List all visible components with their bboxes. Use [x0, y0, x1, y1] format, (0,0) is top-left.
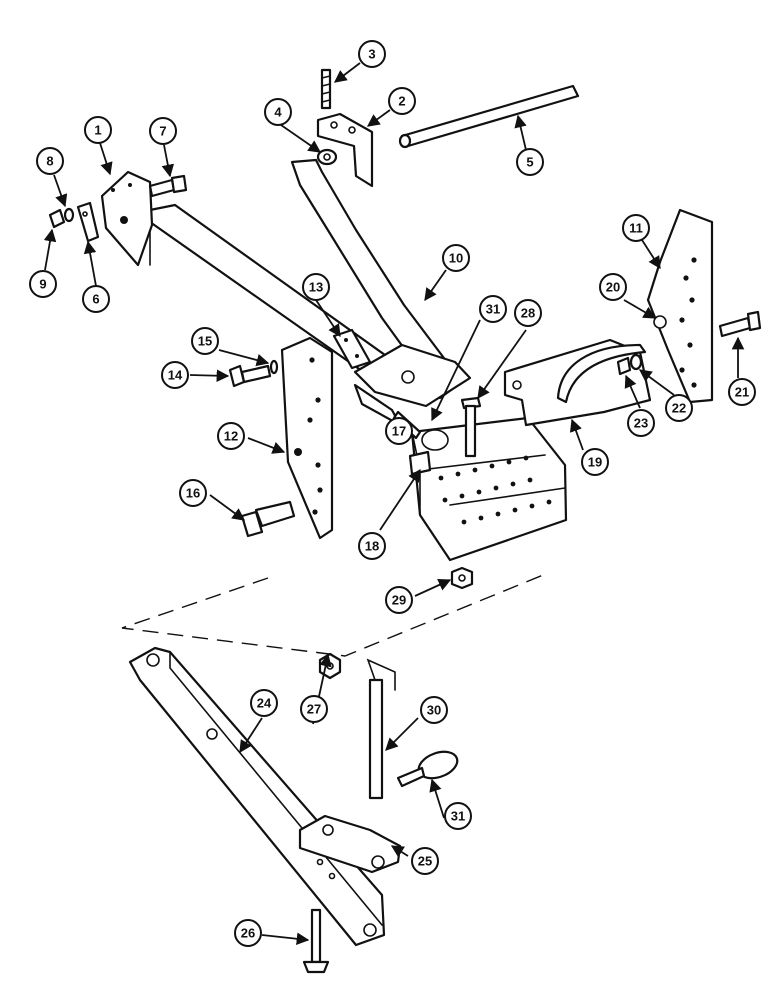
leader-lines [43, 62, 745, 946]
svg-text:5: 5 [526, 155, 533, 170]
nut-23 [616, 356, 632, 376]
callout-15: 15 [191, 327, 219, 355]
washer-15 [269, 359, 279, 375]
callout-6: 6 [82, 285, 110, 313]
bolt-7 [148, 174, 188, 198]
svg-text:2: 2 [398, 94, 405, 109]
callout-13: 13 [302, 273, 330, 301]
left-plate-holes [294, 357, 323, 515]
svg-text:27: 27 [307, 702, 321, 717]
svg-text:23: 23 [634, 416, 648, 431]
callout-21: 21 [728, 378, 756, 406]
callout-9: 9 [29, 270, 57, 298]
callout-14: 14 [161, 361, 189, 389]
nut-4 [316, 148, 338, 166]
callout-22: 22 [665, 394, 693, 422]
long-rod [398, 84, 580, 149]
callout-19: 19 [581, 448, 609, 476]
callout-1: 1 [84, 116, 112, 144]
washer-20 [653, 315, 667, 329]
svg-text:25: 25 [418, 854, 432, 869]
bolt-21 [718, 310, 762, 338]
svg-text:13: 13 [309, 280, 323, 295]
stud [320, 68, 332, 110]
callout-25: 25 [411, 847, 439, 875]
callout-31-lower: 31 [444, 802, 472, 830]
svg-text:31: 31 [451, 809, 465, 824]
callout-5: 5 [516, 148, 544, 176]
svg-text:21: 21 [735, 385, 749, 400]
svg-text:7: 7 [159, 124, 166, 139]
svg-text:30: 30 [427, 703, 441, 718]
drawbar-support [503, 338, 652, 427]
svg-text:28: 28 [521, 306, 535, 321]
callout-11: 11 [622, 214, 650, 242]
left-bracket-hole [120, 216, 128, 224]
svg-text:1: 1 [94, 123, 101, 138]
svg-text:4: 4 [274, 105, 282, 120]
callout-23: 23 [627, 409, 655, 437]
callout-7: 7 [149, 117, 177, 145]
svg-text:17: 17 [392, 424, 406, 439]
svg-text:24: 24 [257, 696, 272, 711]
hitch-plate-holes [438, 455, 552, 525]
clip-6 [76, 201, 100, 243]
callout-4: 4 [264, 98, 292, 126]
assembly-dashed-outline [121, 572, 549, 657]
callout-20: 20 [599, 273, 627, 301]
right-side-plate [646, 208, 714, 404]
bolt-26 [302, 908, 330, 974]
svg-text:10: 10 [449, 251, 463, 266]
callout-26: 26 [234, 919, 262, 947]
callout-28: 28 [514, 299, 542, 327]
svg-text:31: 31 [486, 302, 500, 317]
nut-9 [48, 208, 66, 229]
callout-16: 16 [179, 479, 207, 507]
pin-18 [408, 450, 432, 476]
svg-text:8: 8 [46, 154, 53, 169]
svg-text:12: 12 [224, 429, 238, 444]
svg-text:14: 14 [168, 368, 183, 383]
svg-text:22: 22 [672, 401, 686, 416]
washer-22 [629, 353, 643, 371]
svg-text:11: 11 [629, 221, 643, 236]
svg-text:20: 20 [606, 280, 620, 295]
callout-29: 29 [385, 586, 413, 614]
callout-10: 10 [442, 244, 470, 272]
callout-27: 27 [300, 695, 328, 723]
callout-31-upper: 31 [479, 295, 507, 323]
callout-2: 2 [388, 87, 416, 115]
callout-8: 8 [36, 147, 64, 175]
washer-8 [63, 207, 75, 223]
ring-31 [396, 750, 459, 788]
bolt-16 [240, 500, 296, 538]
nut-29 [450, 566, 474, 590]
callout-18: 18 [358, 532, 386, 560]
top-bracket [316, 112, 374, 188]
svg-text:3: 3 [368, 47, 375, 62]
bolt-14 [228, 364, 272, 388]
lynch-pin-30 [366, 658, 396, 800]
svg-text:26: 26 [241, 926, 255, 941]
svg-text:6: 6 [92, 292, 99, 307]
small-plate-13 [332, 328, 372, 370]
svg-text:9: 9 [39, 277, 46, 292]
callout-3: 3 [358, 40, 386, 68]
svg-text:18: 18 [365, 539, 379, 554]
svg-text:29: 29 [392, 593, 406, 608]
callout-24: 24 [250, 689, 278, 717]
right-plate-holes [679, 257, 697, 388]
callout-30: 30 [420, 696, 448, 724]
callout-17: 17 [385, 417, 413, 445]
svg-text:16: 16 [186, 486, 200, 501]
svg-text:19: 19 [588, 455, 602, 470]
bolt-28 [460, 396, 482, 458]
callout-12: 12 [217, 422, 245, 450]
svg-text:15: 15 [198, 334, 212, 349]
